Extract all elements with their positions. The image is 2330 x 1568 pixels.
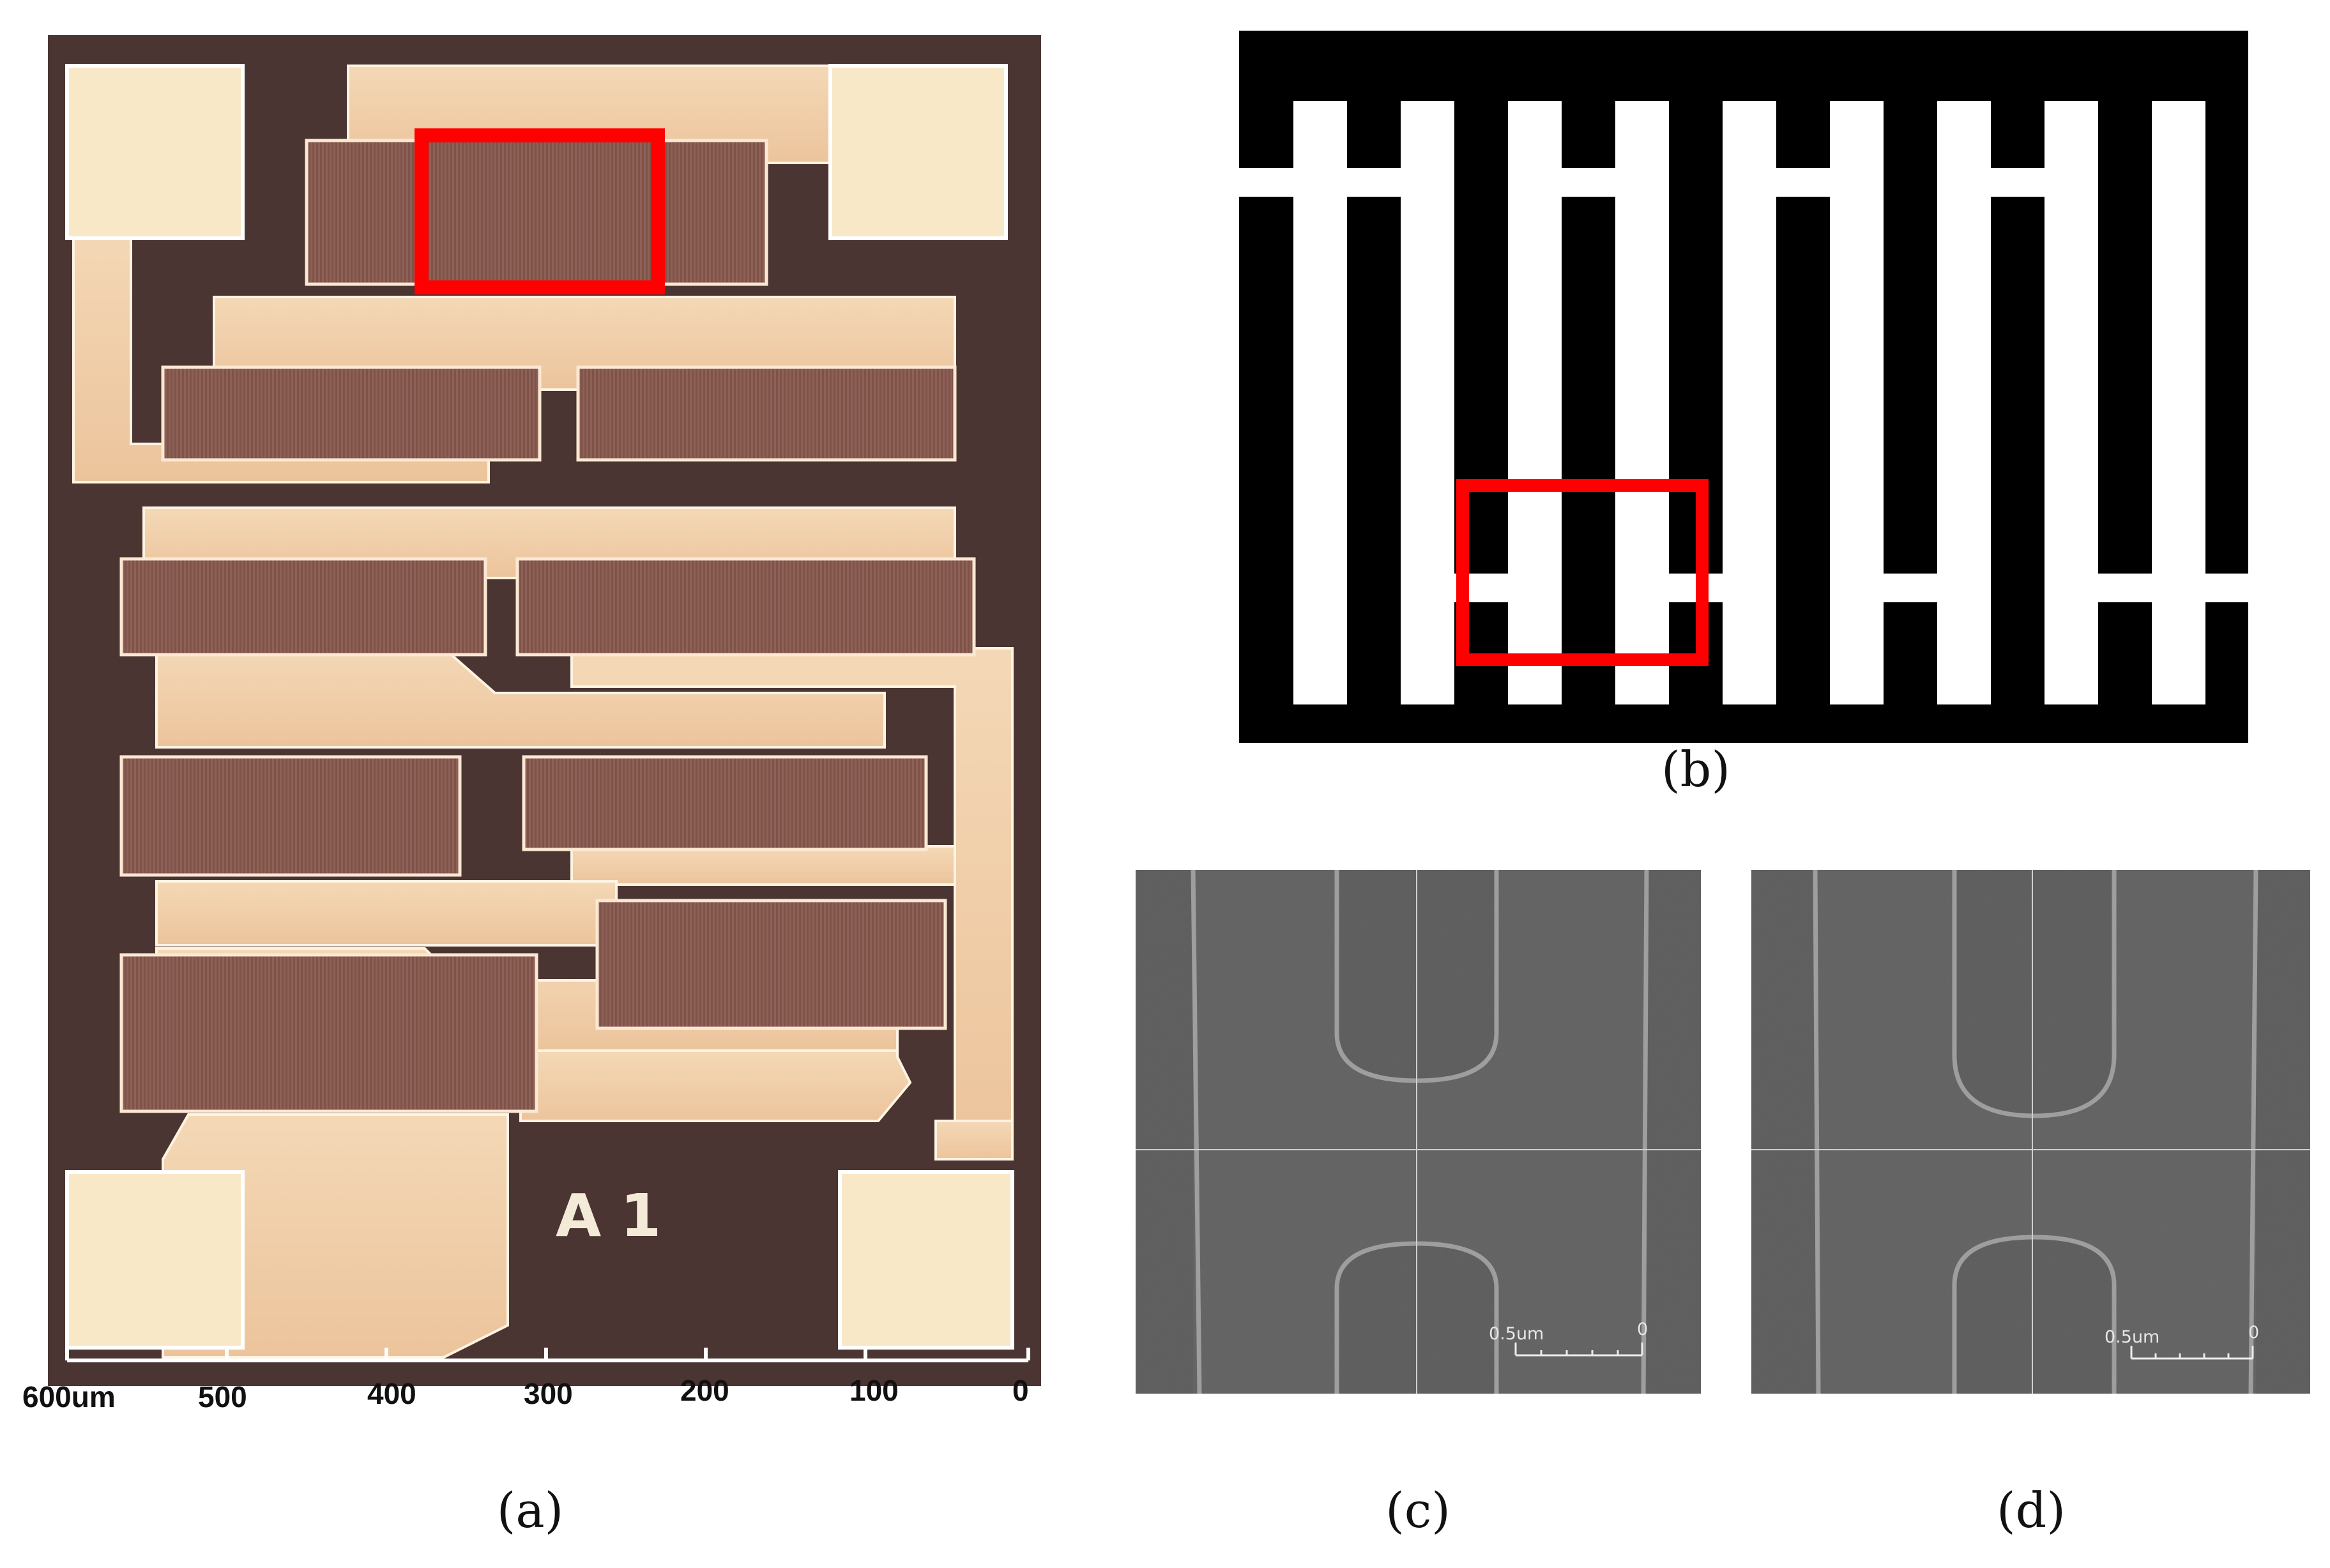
ruler-label: 500 xyxy=(198,1380,247,1413)
sem-scale-zero: 0 xyxy=(2248,1323,2259,1343)
panel-c: 0.5um 0 xyxy=(1136,870,1701,1394)
bond-pads xyxy=(65,64,1014,1350)
bond-pad xyxy=(838,1170,1014,1350)
sem-image-c: 0.5um 0 xyxy=(1136,870,1701,1394)
caption-b: (b) xyxy=(1661,741,1730,798)
resistor-bars xyxy=(119,139,976,1113)
ruler-label: 300 xyxy=(524,1377,573,1410)
bond-pad xyxy=(65,64,245,240)
sem-scale-zero: 0 xyxy=(1637,1320,1648,1339)
chip-micrograph: A1 xyxy=(48,35,1041,1386)
ruler-label: 100 xyxy=(849,1374,899,1407)
sem-scale-bar xyxy=(1514,1343,1643,1357)
ruler-label: 200 xyxy=(680,1374,729,1407)
highlight-box xyxy=(1456,479,1709,666)
resistor xyxy=(576,365,957,462)
resistor xyxy=(595,899,947,1030)
resistor xyxy=(515,557,976,657)
ruler-label: 0 xyxy=(1012,1374,1029,1407)
sem-scale-bar xyxy=(2130,1346,2254,1360)
highlight-box xyxy=(415,128,665,294)
panel-b xyxy=(1239,31,2248,743)
sem-scale-label: 0.5um xyxy=(2105,1327,2159,1347)
ruler-label: 600um xyxy=(22,1380,116,1413)
sem-scale-label: 0.5um xyxy=(1489,1324,1544,1344)
resistor xyxy=(522,755,928,851)
panel-a: A1 xyxy=(48,35,1041,1386)
bond-pad xyxy=(65,1170,245,1350)
resistor xyxy=(119,557,487,657)
resistor xyxy=(119,755,462,877)
sem-image-d: 0.5um 0 xyxy=(1751,870,2310,1394)
caption-c: (c) xyxy=(1385,1482,1451,1539)
resistor xyxy=(305,139,768,286)
bond-pad xyxy=(828,64,1008,240)
ruler-label: 400 xyxy=(367,1377,416,1410)
resistor xyxy=(119,953,538,1113)
comb-layout xyxy=(1239,31,2248,743)
scale-ruler xyxy=(65,1348,1030,1362)
panel-d: 0.5um 0 xyxy=(1751,870,2310,1394)
resistor xyxy=(161,365,542,462)
caption-a: (a) xyxy=(496,1482,564,1539)
chip-label: A1 xyxy=(556,1182,680,1250)
caption-d: (d) xyxy=(1997,1482,2066,1539)
